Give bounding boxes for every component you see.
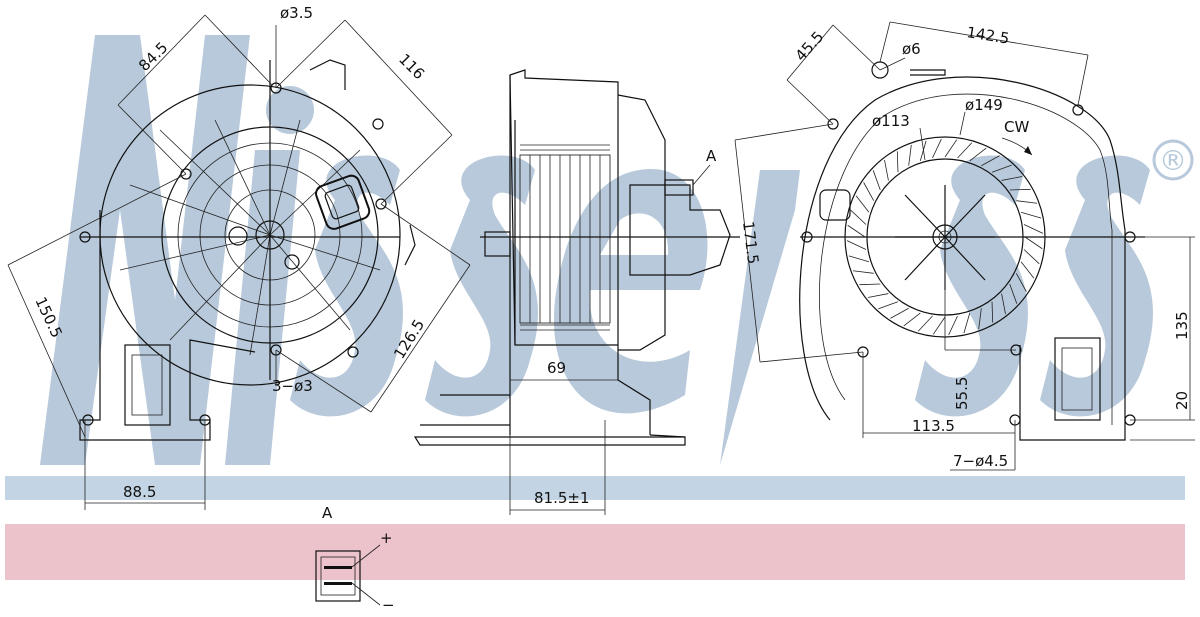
side-view <box>413 69 740 446</box>
connector-housing <box>315 550 361 602</box>
minus-label: − <box>382 596 395 614</box>
impeller-blade <box>859 283 881 286</box>
impeller-blade <box>903 312 921 327</box>
rotation-label: CW <box>1004 118 1029 136</box>
impeller-blade <box>846 240 867 250</box>
impeller-blade <box>855 195 870 213</box>
pink-band <box>5 524 1185 580</box>
rear-impeller-blades <box>846 138 1044 336</box>
connector-detail: A + − <box>315 504 395 614</box>
impeller-blade <box>978 308 982 330</box>
impeller-blade <box>878 301 899 310</box>
impeller-blade <box>969 147 987 162</box>
impeller-blade <box>917 315 933 332</box>
side-view-fins <box>519 154 611 324</box>
dim-135: 135 <box>1173 311 1191 340</box>
impeller-blade <box>944 139 958 158</box>
impeller-blade <box>957 142 973 159</box>
impeller-blade <box>981 155 1000 167</box>
front-connector <box>315 174 371 230</box>
dim-20: 20 <box>1173 391 1191 410</box>
dim-69: 69 <box>547 359 566 377</box>
impeller-blade <box>1001 176 1023 181</box>
dim-142-5: 142.5 <box>965 23 1010 47</box>
dim-7x4-5: 7−ø4.5 <box>953 452 1008 470</box>
connector-terminal-plus <box>324 566 352 569</box>
impeller-blade <box>1023 249 1040 265</box>
impeller-blade <box>1020 261 1035 279</box>
impeller-blade <box>1020 211 1042 219</box>
dim-hole-3-5: ø3.5 <box>280 4 313 22</box>
registered-mark: ® <box>1152 139 1194 181</box>
dim-hole-6: ø6 <box>902 40 921 58</box>
impeller-blade <box>1024 236 1043 250</box>
impeller-blade <box>932 316 946 335</box>
plus-label: + <box>380 529 393 547</box>
connector-terminal-minus <box>324 582 352 585</box>
dim-45-5: 45.5 <box>792 28 828 65</box>
impeller-blade <box>890 307 909 319</box>
impeller-blade <box>1009 283 1018 304</box>
blue-band <box>5 476 1185 500</box>
dim-88-5: 88.5 <box>123 483 156 501</box>
impeller-blade <box>867 293 889 298</box>
impeller-blade <box>848 255 870 263</box>
connector-view-label: A <box>322 504 333 522</box>
impeller-blade <box>948 315 958 336</box>
registered-mark-text: ® <box>1159 144 1187 177</box>
detail-a-label: A <box>706 147 717 165</box>
impeller-blade <box>1016 200 1038 204</box>
impeller-blade <box>872 170 881 191</box>
impeller-blade <box>852 270 874 274</box>
impeller-blade <box>863 182 875 201</box>
front-view <box>79 59 416 441</box>
impeller-blade <box>991 301 994 323</box>
dim-3x3: 3−ø3 <box>272 377 313 395</box>
impeller-blade <box>847 224 866 238</box>
side-dimensions: A 69 81.5±1 <box>509 147 717 515</box>
impeller-blade <box>908 144 912 166</box>
impeller-blade <box>1015 273 1027 292</box>
impeller-blade <box>884 159 889 181</box>
impeller-blade <box>963 312 971 334</box>
rear-view <box>799 61 1145 441</box>
dim-113: ø113 <box>872 112 910 130</box>
impeller-blade <box>1001 293 1006 315</box>
impeller-blade <box>932 138 942 159</box>
impeller-blade <box>991 164 1012 173</box>
impeller-blade <box>1009 188 1031 191</box>
dim-171-5: 171.5 <box>739 220 762 265</box>
dim-81-5: 81.5±1 <box>534 489 590 507</box>
dim-55-5: 55.5 <box>953 377 971 410</box>
dim-116: 116 <box>395 50 428 83</box>
rear-volute <box>799 76 1126 441</box>
impeller-blade <box>850 209 867 225</box>
impeller-blade <box>1023 224 1044 234</box>
dim-149: ø149 <box>965 96 1003 114</box>
dim-113-5: 113.5 <box>912 417 955 435</box>
impeller-blade <box>896 151 899 173</box>
